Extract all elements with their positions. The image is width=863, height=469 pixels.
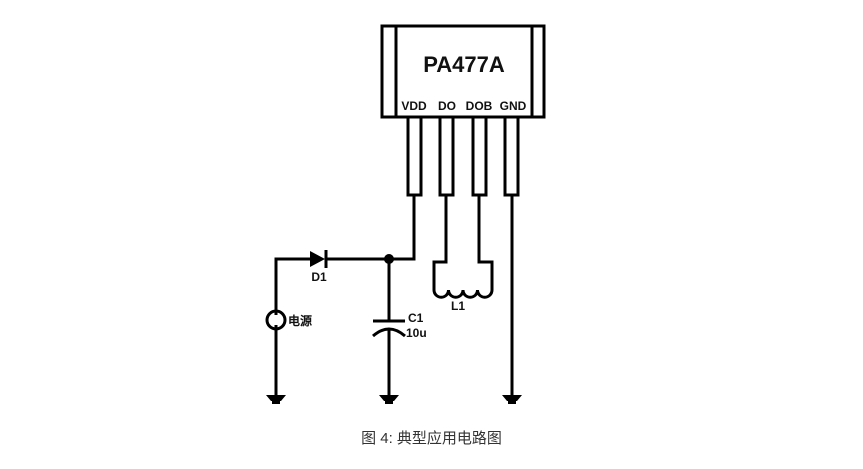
wire-do-to-inductor xyxy=(432,195,448,290)
pin-label-dob: DOB xyxy=(466,99,493,113)
chip-body xyxy=(380,24,546,119)
ground-symbol-gnd xyxy=(502,395,522,404)
diode-label: D1 xyxy=(311,270,327,284)
chip-part-number: PA477A xyxy=(423,52,505,77)
pin-vdd xyxy=(406,115,423,197)
pin-label-gnd: GND xyxy=(500,99,527,113)
junction-node xyxy=(384,254,394,264)
pin-gnd xyxy=(503,115,520,197)
pin-do xyxy=(438,115,455,197)
ground-symbol-cap xyxy=(379,395,399,404)
capacitor-ref-label: C1 xyxy=(408,311,424,325)
pin-dob xyxy=(471,115,488,197)
figure-caption: 图 4: 典型应用电路图 xyxy=(361,430,502,447)
diode-symbol xyxy=(310,251,325,267)
power-source-label: 电源 xyxy=(288,313,312,328)
wire-dob-to-inductor xyxy=(477,195,494,290)
wire-vdd xyxy=(389,195,416,261)
inductor-coil xyxy=(432,289,494,299)
wire-source-to-diode xyxy=(274,257,310,310)
pin-label-vdd: VDD xyxy=(401,99,427,113)
capacitor-value-label: 10u xyxy=(406,326,427,340)
ground-symbol-source xyxy=(266,395,286,404)
inductor-label: L1 xyxy=(451,299,465,313)
pin-label-do: DO xyxy=(438,99,456,113)
